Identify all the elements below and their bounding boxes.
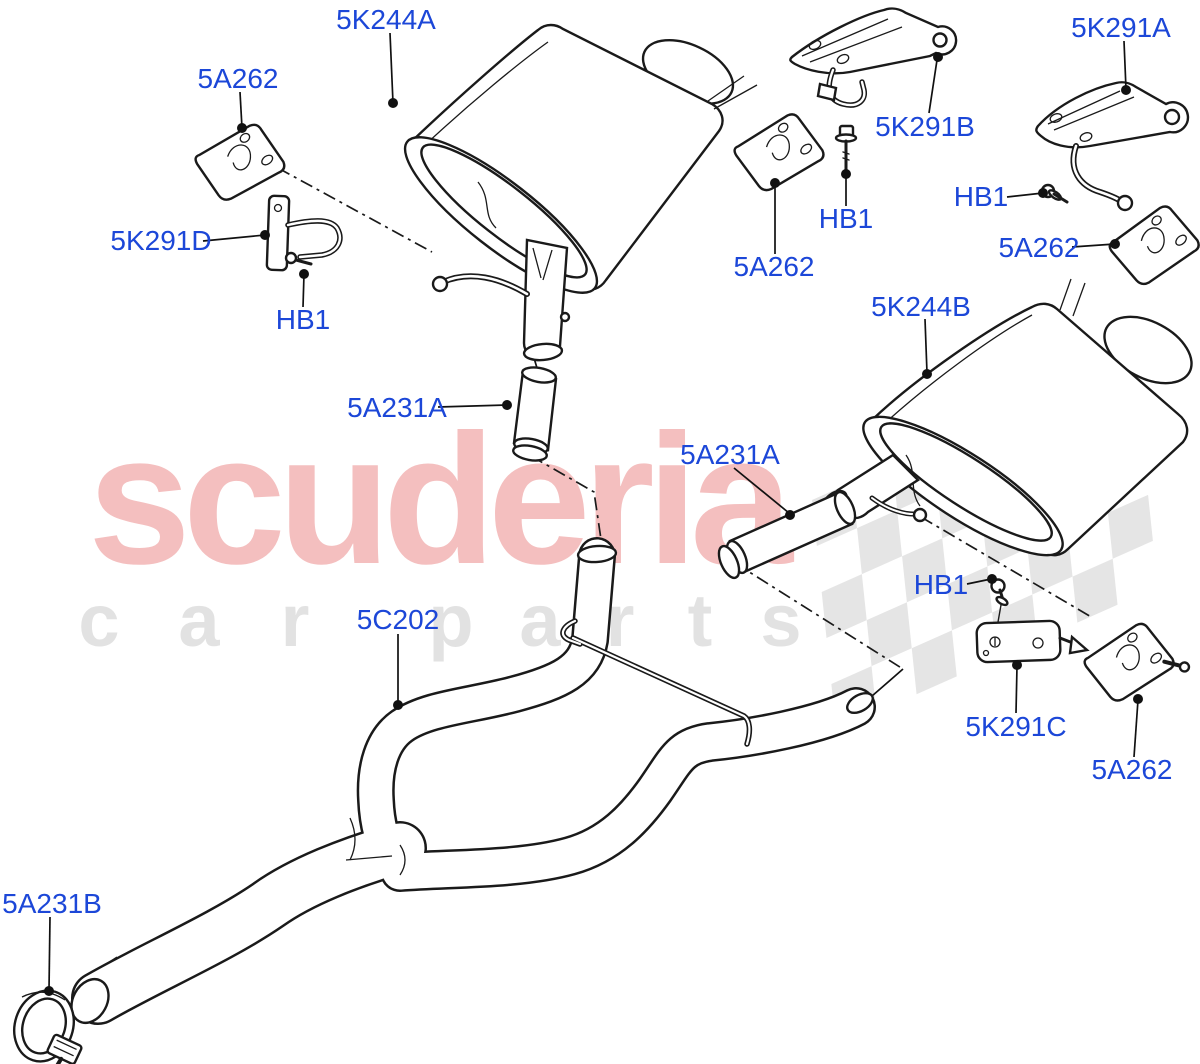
part-label-hb1-top-left[interactable]: HB1	[275, 304, 331, 335]
part-label-5a262-top-right[interactable]: 5A262	[998, 232, 1080, 263]
alignment-axes	[277, 167, 1094, 697]
front-pipe-rear-stub-opening	[576, 544, 618, 564]
part-label-5a231a-left[interactable]: 5A231A	[347, 392, 447, 423]
front-pipe-right-branch-opening	[846, 691, 874, 715]
part-label-5k291d[interactable]: 5K291D	[110, 225, 212, 256]
front-pipe	[70, 537, 876, 1025]
cut-mark-right	[1059, 278, 1086, 317]
axis-left-coupling	[530, 455, 603, 547]
front-pipe-hanger-rod	[560, 618, 753, 747]
hanger-bottom-right	[1083, 622, 1191, 702]
watermark-brand-text: scuderia	[88, 397, 795, 603]
watermark-letter: r	[281, 579, 310, 662]
part-label-5k244a[interactable]: 5K244A	[336, 4, 436, 35]
leader-lines	[44, 32, 1143, 996]
bolt-top-left	[284, 251, 313, 266]
watermark-letter: t	[688, 579, 713, 662]
axis-right-hanger	[920, 516, 1094, 619]
watermark-letter: a	[519, 579, 561, 662]
watermark-sub-letters: c a r p a r t s	[78, 579, 801, 662]
part-label-5a262-top-left[interactable]: 5A262	[197, 63, 279, 94]
part-label-5a262-bottom-right[interactable]: 5A262	[1091, 754, 1173, 785]
muffler-left-hanger-pin	[431, 275, 449, 293]
hanger-top-left	[194, 123, 286, 201]
part-label-5a231a-right[interactable]: 5A231A	[680, 439, 780, 470]
hanger-top-right	[1108, 205, 1200, 286]
bracket-top-left	[265, 194, 343, 272]
muffler-right	[822, 278, 1193, 557]
watermark-brand: scuderia	[88, 397, 803, 603]
muffler-right-opening-inner	[879, 422, 1053, 542]
bracket-top-center	[789, 7, 958, 108]
muffler-right-tailpipe-tip	[1103, 315, 1193, 385]
clamp-front	[13, 989, 83, 1064]
coupling-right	[717, 490, 857, 580]
part-label-5k291b[interactable]: 5K291B	[875, 111, 975, 142]
part-label-5a231b[interactable]: 5A231B	[2, 888, 102, 919]
bolt-top-center	[834, 124, 858, 171]
coupling-left	[512, 366, 558, 462]
part-label-5k291c[interactable]: 5K291C	[965, 711, 1067, 742]
part-label-hb1-top-right[interactable]: HB1	[953, 181, 1009, 212]
part-label-5a262-top-center[interactable]: 5A262	[733, 251, 815, 282]
part-label-hb1-top-center[interactable]: HB1	[818, 203, 874, 234]
bracket-bottom-right	[975, 619, 1090, 664]
part-label-5c202[interactable]: 5C202	[356, 604, 440, 635]
muffler-right-hanger-pin	[912, 507, 928, 523]
bracket-top-right	[1035, 81, 1190, 212]
axis-top-left	[277, 167, 433, 253]
clamp-screw	[46, 1033, 83, 1064]
part-label-5k244b[interactable]: 5K244B	[871, 291, 971, 322]
muffler-left	[403, 23, 758, 362]
watermark-letter: c	[78, 579, 119, 662]
part-label-hb1-bottom-right[interactable]: HB1	[913, 569, 969, 600]
part-label-5k291a[interactable]: 5K291A	[1071, 12, 1171, 43]
axis-right-coupling	[734, 562, 904, 670]
watermark-letter: a	[178, 579, 220, 662]
cut-mark-left	[707, 75, 758, 110]
muffler-left-tailpipe	[522, 238, 569, 361]
hanger-top-center	[733, 113, 825, 192]
watermark-letter: p	[428, 579, 473, 662]
front-pipe-front-opening	[70, 977, 110, 1025]
